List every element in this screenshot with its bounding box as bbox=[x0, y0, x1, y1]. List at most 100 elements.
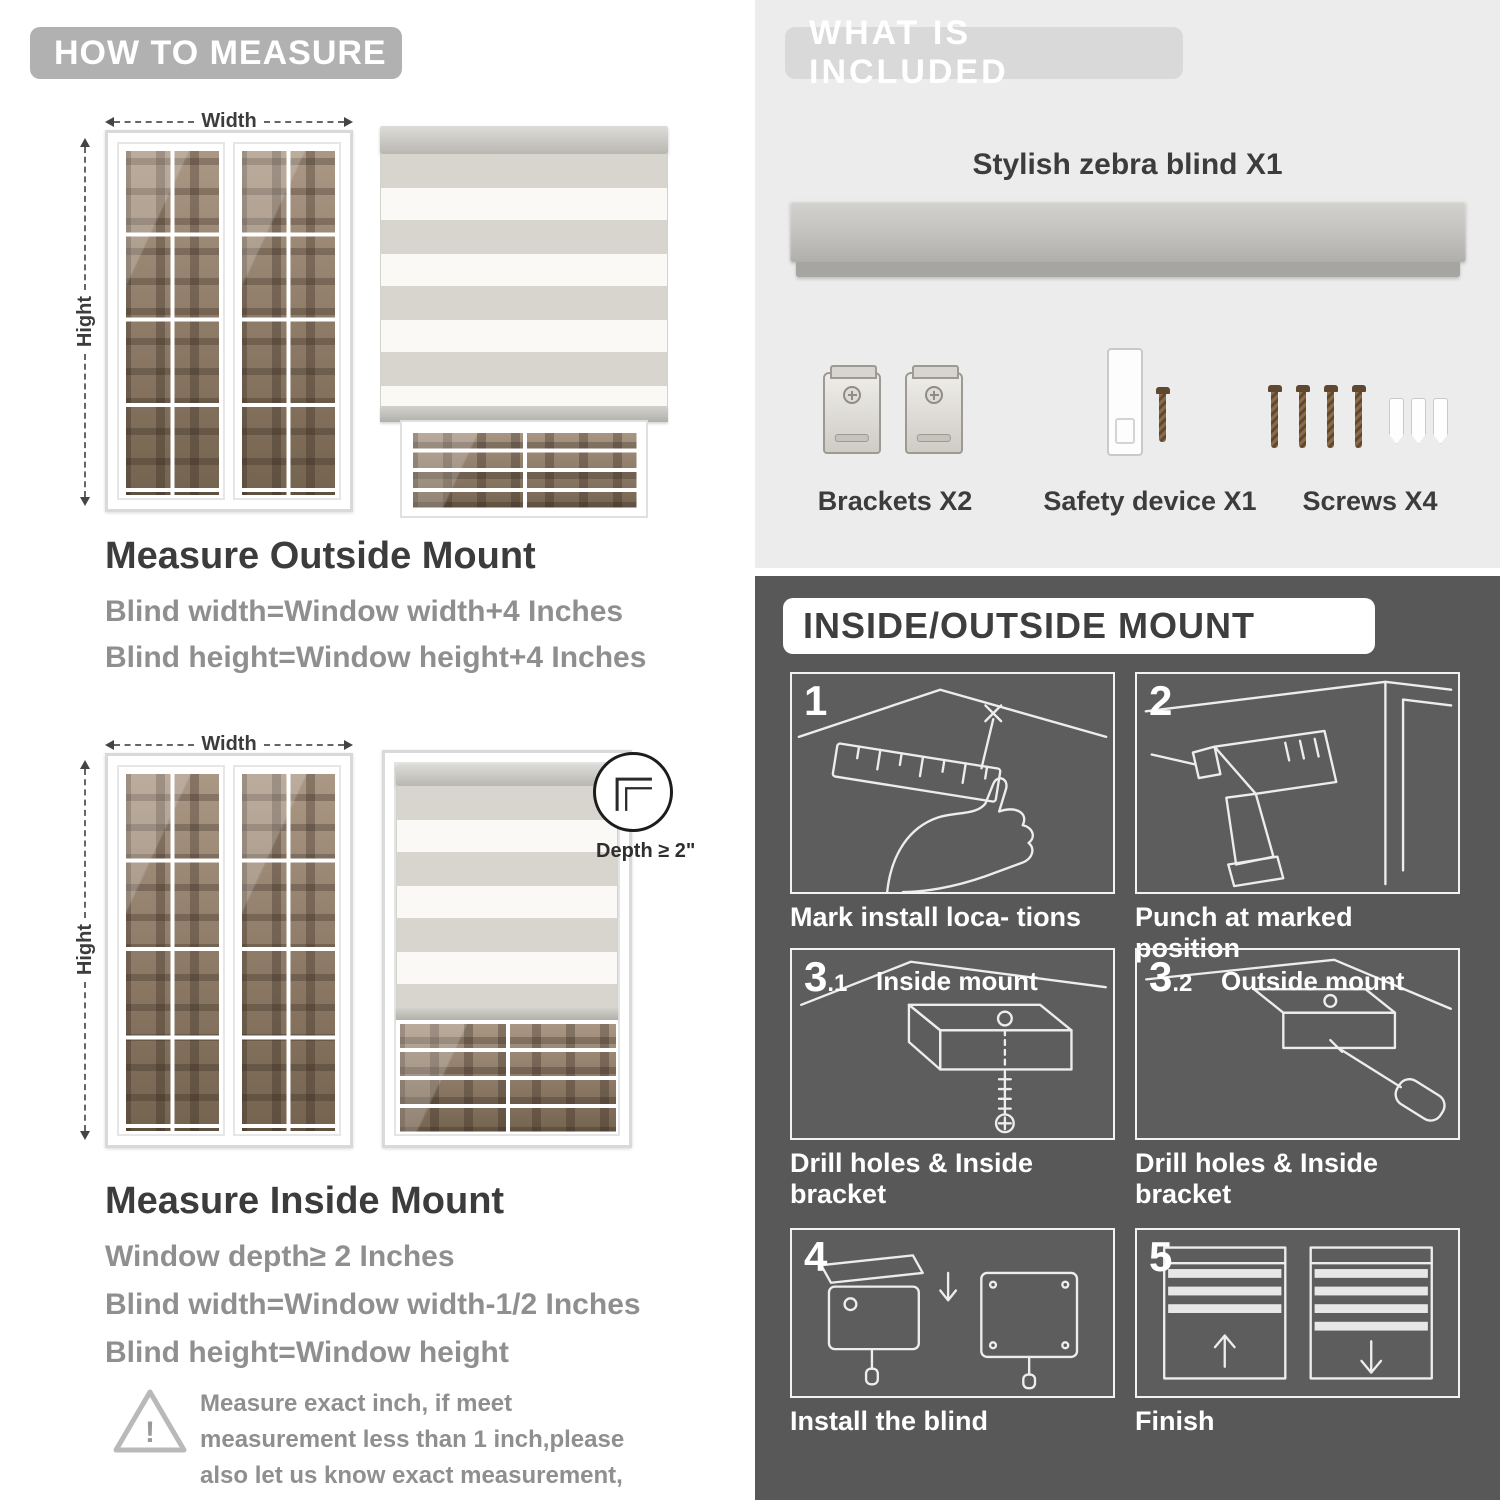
inside-mount-formula-width: Blind width=Window width-1/2 Inches bbox=[105, 1288, 641, 1321]
inside-mount-depth-line: Window depth≥ 2 Inches bbox=[105, 1240, 455, 1273]
bracket-screw-icon bbox=[925, 386, 943, 404]
screw-icon bbox=[1299, 392, 1306, 448]
arrow-up-icon bbox=[80, 760, 90, 769]
step-3-1-illustration bbox=[800, 960, 1107, 1134]
window-sash bbox=[233, 765, 341, 1136]
how-to-measure-header: HOW TO MEASURE bbox=[30, 27, 402, 79]
step-1-caption: Mark install loca- tions bbox=[790, 902, 1082, 932]
bracket-slot bbox=[916, 434, 952, 442]
arrow-down-icon bbox=[80, 497, 90, 506]
inside-mount-label: Inside mount bbox=[876, 966, 1038, 996]
arrow-down-icon bbox=[80, 1131, 90, 1140]
zebra-blind-inside-illustration bbox=[382, 750, 632, 1148]
blind-cassette bbox=[396, 764, 618, 786]
depth-detail-circle bbox=[593, 752, 673, 832]
what-is-included-panel: WHAT IS INCLUDED Stylish zebra blind X1 … bbox=[755, 0, 1500, 568]
safety-device-label: Safety device X1 bbox=[1043, 486, 1257, 516]
window-illustration-outside bbox=[105, 130, 353, 512]
outside-mount-formula-height: Blind height=Window height+4 Inches bbox=[105, 641, 647, 674]
step-2-illustration bbox=[1144, 680, 1453, 888]
screw-icon bbox=[1355, 392, 1362, 448]
screw-icon bbox=[1327, 392, 1334, 448]
blind-bottom-rail bbox=[396, 1008, 618, 1020]
step-2-panel: 2 bbox=[1135, 672, 1460, 894]
step-3-2-caption: Drill holes & Inside bracket bbox=[1135, 1148, 1379, 1209]
step-5-panel: 5 bbox=[1135, 1228, 1460, 1398]
step-1-panel: 1 bbox=[790, 672, 1115, 894]
window-sash bbox=[117, 142, 225, 500]
blind-cassette bbox=[380, 126, 668, 154]
height-label: Hight bbox=[73, 296, 96, 348]
brackets-label: Brackets X2 bbox=[817, 486, 973, 516]
step-3-1-caption: Drill holes & Inside bracket bbox=[790, 1148, 1034, 1209]
warning-triangle-icon: ! bbox=[113, 1389, 187, 1453]
arrow-left-icon bbox=[105, 739, 114, 750]
zebra-blind-headrail-lip bbox=[796, 262, 1460, 277]
wall-anchor-icon bbox=[1411, 398, 1426, 444]
bracket-icon bbox=[823, 365, 881, 454]
zebra-blind-outside-illustration bbox=[380, 126, 668, 518]
screw-icon bbox=[1159, 394, 1166, 442]
step-4-caption: Install the blind bbox=[790, 1406, 989, 1436]
height-measurement-arrow-inside: Hight bbox=[74, 760, 96, 1140]
mount-instructions-panel: INSIDE/OUTSIDE MOUNT 1 2 bbox=[755, 576, 1500, 1500]
inside-mount-formula-height: Blind height=Window height bbox=[105, 1336, 509, 1369]
warning-text: Measure exact inch, if meet measurement … bbox=[200, 1390, 625, 1500]
step-3-2-panel: 3.2 Outside mount bbox=[1135, 948, 1460, 1140]
step-3-2-illustration bbox=[1145, 958, 1452, 1122]
what-is-included-header: WHAT IS INCLUDED bbox=[785, 14, 1183, 91]
window-glass bbox=[238, 147, 336, 495]
step-4-number: 4 bbox=[804, 1233, 828, 1280]
wall-anchor-icon bbox=[1433, 398, 1448, 444]
step-5-illustration bbox=[1163, 1246, 1433, 1380]
blind-stripes bbox=[380, 154, 668, 406]
bracket-screw-icon bbox=[843, 386, 861, 404]
step-3-1-number: 3.1 bbox=[804, 953, 848, 1000]
depth-label: Depth ≥ 2" bbox=[596, 840, 696, 862]
warning-exclamation: ! bbox=[145, 1416, 155, 1449]
step-1-illustration bbox=[797, 688, 1108, 892]
step-5-caption: Finish bbox=[1135, 1406, 1215, 1436]
wall-anchor-icon bbox=[1389, 398, 1404, 444]
zebra-blind-item-label: Stylish zebra blind X1 bbox=[972, 148, 1283, 181]
width-measurement-arrow-inside: Width bbox=[105, 733, 354, 756]
arrow-right-icon bbox=[344, 739, 354, 750]
width-label: Width bbox=[201, 733, 257, 755]
step-2-number: 2 bbox=[1149, 677, 1173, 724]
height-measurement-arrow-outside: Hight bbox=[74, 138, 96, 506]
zebra-blind-headrail-image bbox=[790, 200, 1466, 262]
outside-mount-label: Outside mount bbox=[1221, 966, 1405, 996]
step-4-panel: 4 bbox=[790, 1228, 1115, 1398]
safety-device-icon bbox=[1107, 348, 1143, 456]
step-3-1-panel: 3.1 Inside mount bbox=[790, 948, 1115, 1140]
window-below-blind bbox=[400, 420, 648, 518]
outside-mount-formula-width: Blind width=Window width+4 Inches bbox=[105, 595, 624, 628]
window-illustration-inside bbox=[105, 753, 353, 1148]
window-glass bbox=[122, 147, 220, 495]
mount-header: INSIDE/OUTSIDE MOUNT bbox=[783, 598, 1375, 654]
blind-stripes bbox=[396, 786, 618, 1008]
step-5-number: 5 bbox=[1149, 1233, 1173, 1280]
window-glass bbox=[122, 770, 220, 1131]
height-label: Hight bbox=[73, 924, 96, 976]
window-sash bbox=[117, 765, 225, 1136]
arrow-up-icon bbox=[80, 138, 90, 147]
width-measurement-arrow-outside: Width bbox=[105, 110, 354, 133]
arrow-right-icon bbox=[344, 116, 354, 127]
bracket-slot bbox=[834, 434, 870, 442]
width-label: Width bbox=[201, 110, 257, 132]
step-4-illustration bbox=[819, 1254, 1079, 1390]
inside-mount-title: Measure Inside Mount bbox=[105, 1180, 505, 1222]
outside-mount-title: Measure Outside Mount bbox=[105, 535, 536, 577]
step-3-2-number: 3.2 bbox=[1149, 953, 1193, 1000]
window-glass bbox=[396, 1020, 618, 1134]
blind-bottom-rail bbox=[380, 406, 668, 422]
frame-corner-icon bbox=[615, 777, 652, 811]
screw-icon bbox=[1271, 392, 1278, 448]
window-glass bbox=[238, 770, 336, 1131]
screws-label: Screws X4 bbox=[1302, 486, 1438, 516]
bracket-icon bbox=[905, 365, 963, 454]
window-sash bbox=[233, 142, 341, 500]
step-1-number: 1 bbox=[804, 677, 828, 724]
